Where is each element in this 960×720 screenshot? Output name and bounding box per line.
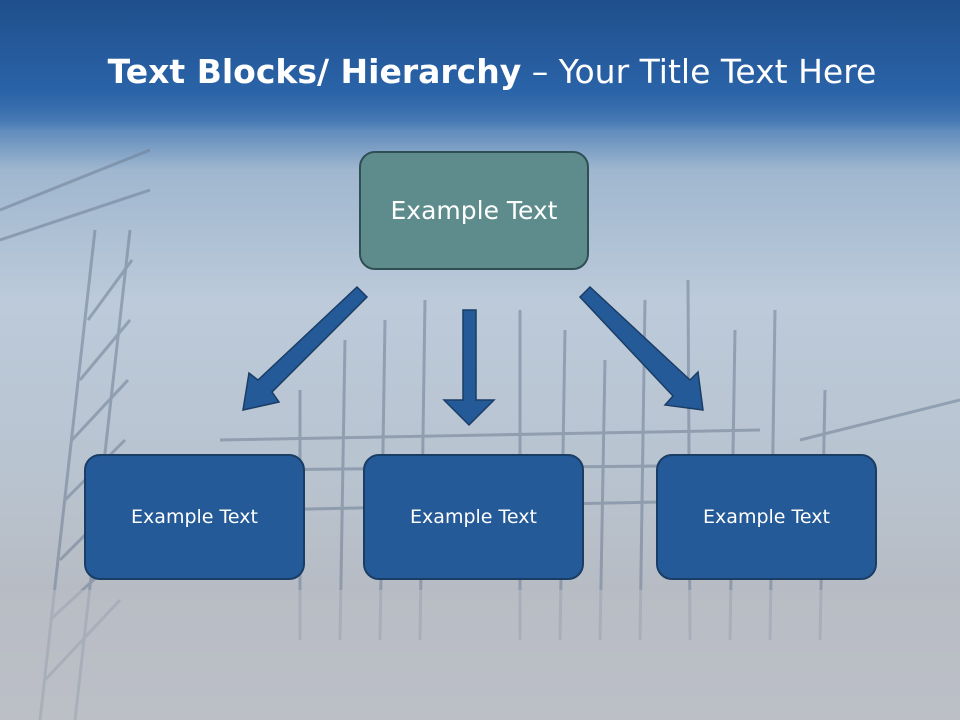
child-text-block-3[interactable]: Example Text xyxy=(656,454,877,580)
child-text-block-1[interactable]: Example Text xyxy=(84,454,305,580)
child-text-block-1-label: Example Text xyxy=(131,506,258,528)
slide-title-regular: – Your Title Text Here xyxy=(521,52,877,91)
top-text-block[interactable]: Example Text xyxy=(359,151,589,270)
arrow-to-right-block xyxy=(578,285,704,411)
arrow-to-left-block xyxy=(242,285,369,411)
slide-title-bold: Text Blocks/ Hierarchy xyxy=(107,52,522,91)
child-text-block-2[interactable]: Example Text xyxy=(363,454,584,580)
top-text-block-label: Example Text xyxy=(390,196,558,225)
arrow-to-center-block xyxy=(442,309,496,427)
child-text-block-2-label: Example Text xyxy=(410,506,537,528)
child-text-block-3-label: Example Text xyxy=(703,506,830,528)
title-band xyxy=(0,0,960,130)
slide-title: Text Blocks/ Hierarchy – Your Title Text… xyxy=(0,52,960,91)
